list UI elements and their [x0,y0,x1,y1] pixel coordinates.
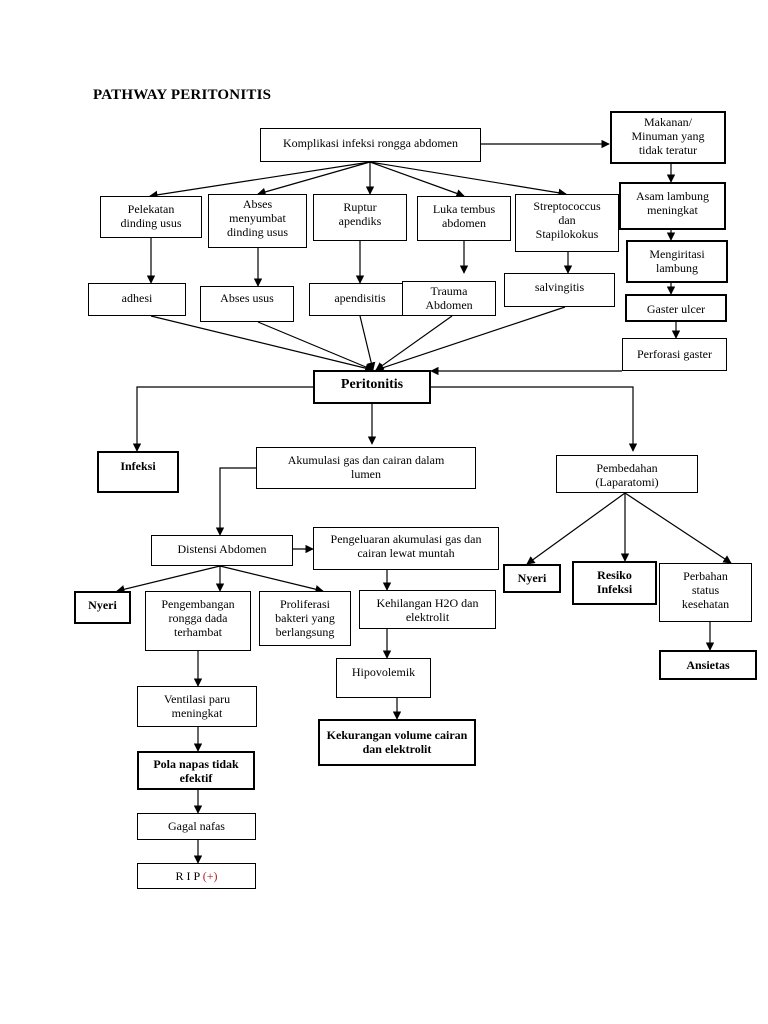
arrow-komplikasi-abses [257,161,371,196]
node-luka: Luka tembus abdomen [417,196,511,241]
node-mengiritasi: Mengiritasi lambung [626,240,728,283]
node-rip: R I P (+) [137,863,256,889]
arrow-peritonitis-infeksi [132,386,313,452]
node-ansietas: Ansietas [659,650,757,680]
arrow-pembedahan-perbahan [624,492,732,564]
rip-text: R I P [175,869,200,883]
arrow-apendisitis-peritonitis [359,315,376,371]
node-adhesi: adhesi [88,283,186,316]
arrow-absesusus-peritonitis [257,321,374,371]
node-kehilangan: Kehilangan H2O dan elektrolit [359,590,496,629]
node-perbahan: Perbahan status kesehatan [659,563,752,622]
arrow-distensi-nyeri [116,565,221,594]
arrow-salvingitis-peritonitis [375,306,566,372]
node-pembedahan: Pembedahan (Laparatomi) [556,455,698,493]
arrow-trauma-peritonitis [375,315,453,371]
node-hipovolemik: Hipovolemik [336,658,431,698]
rip-plus-sign: (+) [202,869,218,883]
node-resiko: Resiko Infeksi [572,561,657,605]
node-pelekatan: Pelekatan dinding usus [100,196,202,238]
node-pengembangan: Pengembangan rongga dada terhambat [145,591,251,651]
node-trauma: Trauma Abdomen [402,281,496,316]
node-pengeluaran: Pengeluaran akumulasi gas dan cairan lew… [313,527,499,570]
node-distensi: Distensi Abdomen [151,535,293,566]
arrow-komplikasi-strepto [369,161,567,197]
node-perforasi: Perforasi gaster [622,338,727,371]
node-komplikasi: Komplikasi infeksi rongga abdomen [260,128,481,162]
node-infeksi: Infeksi [97,451,179,493]
node-pola-napas: Pola napas tidak efektif [137,751,255,790]
arrow-komplikasi-luka [369,161,465,198]
node-abses-menyumbat: Abses menyumbat dinding usus [208,194,307,248]
node-proliferasi: Proliferasi bakteri yang berlangsung [259,591,351,646]
arrow-distensi-proliferasi [219,565,324,594]
node-makanan: Makanan/ Minuman yang tidak teratur [610,111,726,164]
arrow-pembedahan-nyeri [526,492,626,565]
node-akumulasi: Akumulasi gas dan cairan dalam lumen [256,447,476,489]
node-gaster-ulcer: Gaster ulcer [625,294,727,322]
node-strepto: Streptococcus dan Stapilokokus [515,194,619,252]
node-salvingitis: salvingitis [504,273,615,307]
arrow-peritonitis-pembedahan [431,386,638,452]
node-gagal-nafas: Gagal nafas [137,813,256,840]
node-apendisitis: apendisitis [309,283,411,316]
arrow-adhesi-peritonitis [150,315,374,373]
node-nyeri-kiri: Nyeri [74,591,131,624]
arrow-akumulasi-distensi [215,467,256,536]
node-ruptur: Ruptur apendiks [313,194,407,241]
node-peritonitis: Peritonitis [313,370,431,404]
node-kekurangan: Kekurangan volume cairan dan elektrolit [318,719,476,766]
node-asam: Asam lambung meningkat [619,182,726,230]
diagram-title: PATHWAY PERITONITIS [93,87,272,103]
arrow-komplikasi-pelekatan [149,161,371,199]
node-nyeri-kanan: Nyeri [503,564,561,593]
node-abses-usus: Abses usus [200,286,294,322]
node-ventilasi: Ventilasi paru meningkat [137,686,257,727]
